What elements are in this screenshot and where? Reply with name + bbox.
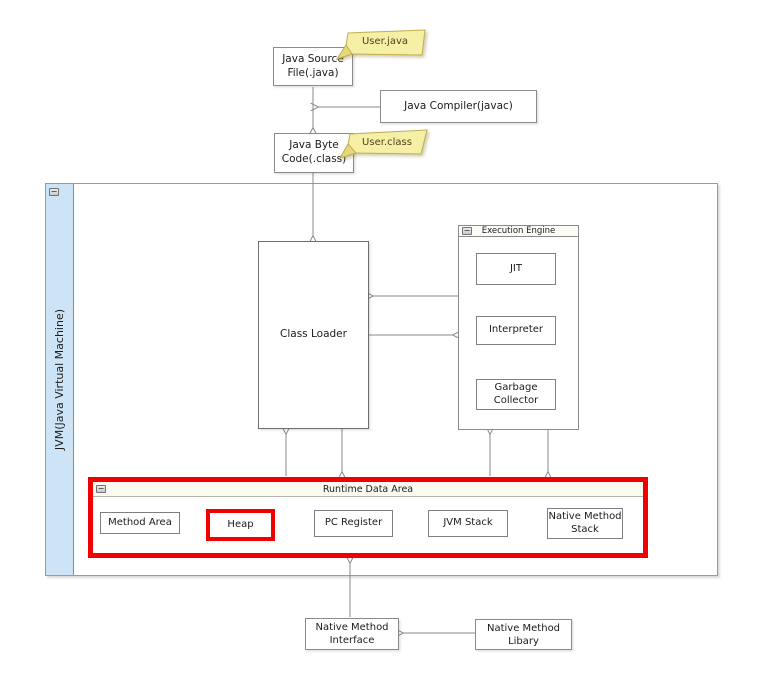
sticky-note-user-java: [335, 29, 426, 60]
runtime-data-area-title: Runtime Data Area: [322, 483, 414, 495]
node-label: Java Byte Code(.class): [281, 139, 347, 165]
node-label: Class Loader: [280, 328, 347, 341]
node-jvm-stack: JVM Stack: [428, 510, 508, 537]
node-label: Java Compiler(javac): [404, 99, 513, 112]
node-label: Garbage Collector: [493, 382, 539, 406]
group-runtime-data-area: − Runtime Data Area Method Area Heap PC …: [88, 477, 648, 558]
node-label: JIT: [509, 262, 522, 274]
node-label: Java Source File(.java): [282, 52, 344, 79]
jvm-collapse-minus-icon[interactable]: −: [49, 187, 59, 196]
node-jit: JIT: [476, 253, 556, 285]
sticky-note-user-java-text: User.java: [361, 36, 408, 47]
execution-engine-header: − Execution Engine: [459, 226, 578, 237]
node-label: Native Method Libary: [486, 622, 561, 647]
runtime-data-area-header: − Runtime Data Area: [93, 482, 643, 497]
node-java-compiler: Java Compiler(javac): [380, 90, 537, 123]
note-fold-corner: [338, 143, 357, 159]
node-native-method-library: Native Method Libary: [475, 619, 572, 650]
node-pc-register: PC Register: [314, 510, 393, 537]
node-java-source-file: Java Source File(.java): [273, 47, 353, 86]
jvm-sidebar-strip: JVM(Java Virtual Machine): [46, 184, 74, 575]
node-class-loader: Class Loader: [258, 241, 369, 429]
node-label: Interpreter: [488, 324, 544, 336]
runtime-data-area-collapse-minus-icon[interactable]: −: [96, 484, 106, 493]
sticky-note-user-class-text: User.class: [362, 137, 412, 148]
node-label: JVM Stack: [443, 517, 493, 529]
execution-engine-collapse-minus-icon[interactable]: −: [462, 226, 472, 235]
note-fold-corner: [335, 44, 353, 60]
node-native-method-interface: Native Method Interface: [305, 618, 399, 650]
sticky-note-user-class: [338, 129, 428, 159]
node-garbage-collector: Garbage Collector: [476, 379, 556, 410]
node-interpreter: Interpreter: [476, 316, 556, 345]
node-label: Native Method Stack: [548, 511, 622, 535]
node-method-area: Method Area: [100, 512, 180, 534]
node-label: PC Register: [324, 517, 383, 529]
node-heap: Heap: [206, 509, 275, 541]
node-label: Method Area: [108, 516, 172, 528]
execution-engine-title: Execution Engine: [481, 226, 556, 236]
node-label: Native Method Interface: [315, 622, 389, 646]
group-execution-engine: − Execution Engine JIT Interpreter Garba…: [458, 225, 579, 430]
node-native-method-stack: Native Method Stack: [547, 508, 623, 539]
node-label: Heap: [227, 518, 254, 530]
